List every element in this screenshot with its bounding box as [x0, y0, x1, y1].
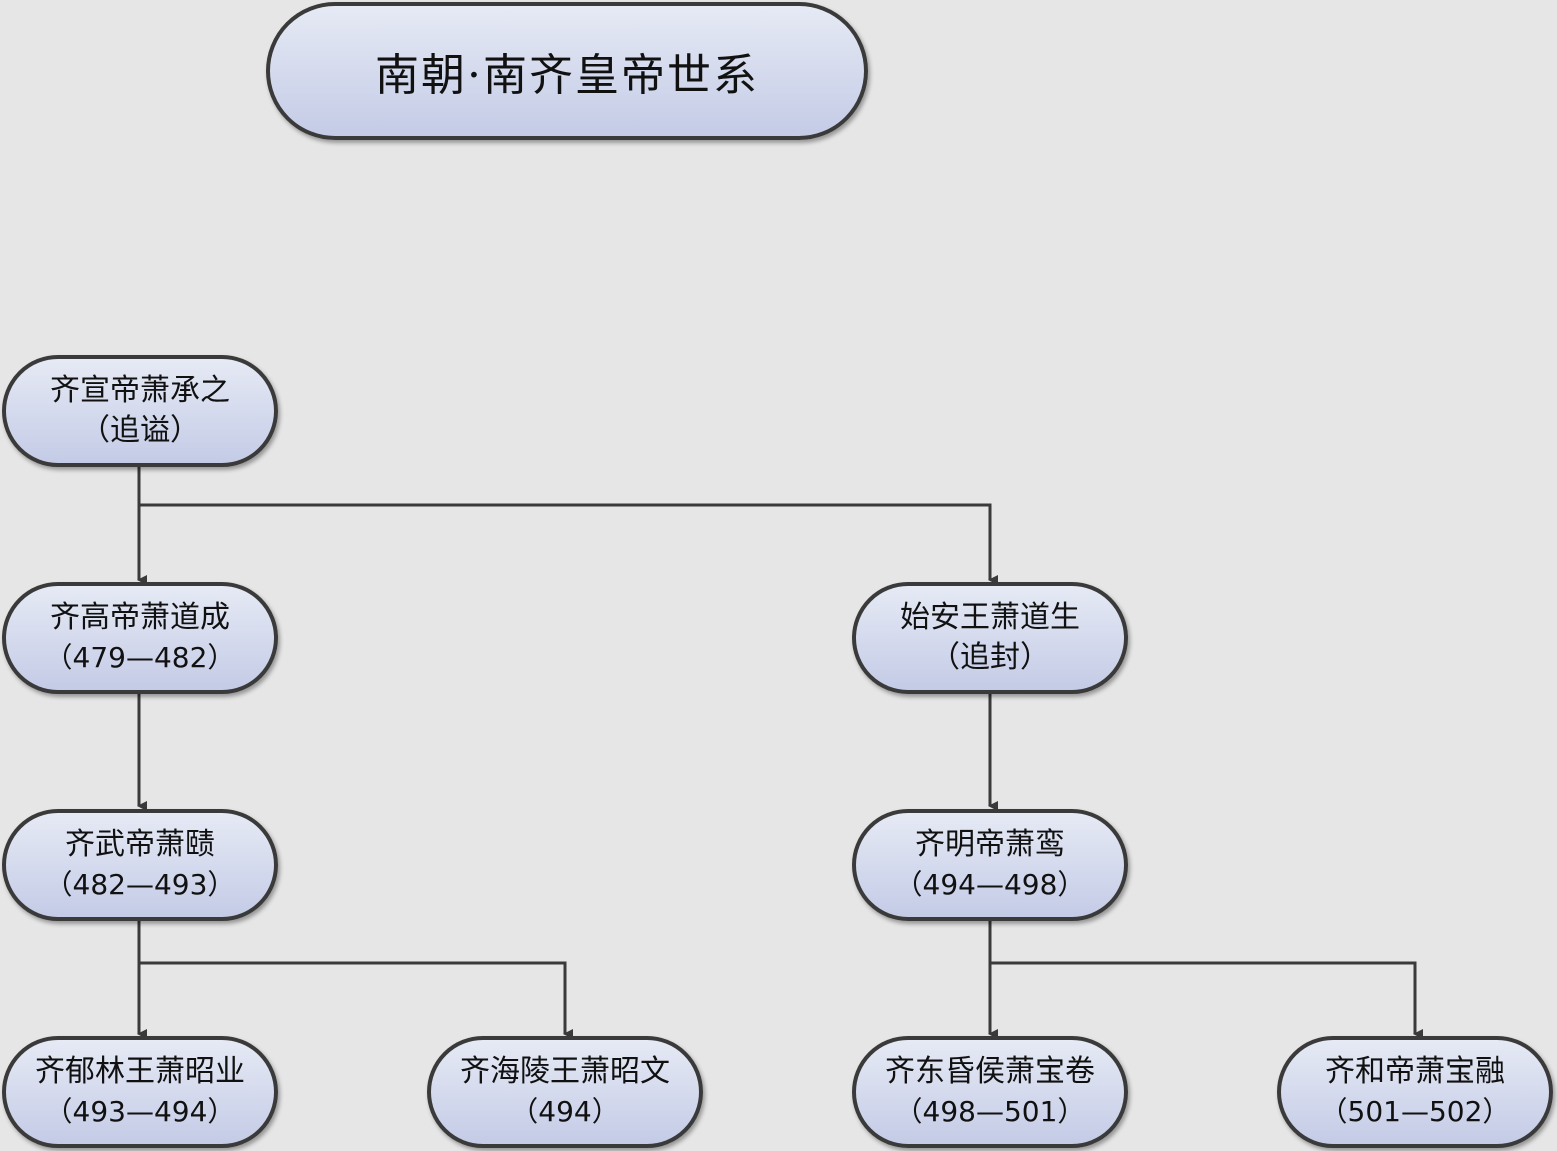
node-reign: （494—498） [894, 868, 1086, 901]
node-gaodi: 齐高帝萧道成 （479—482） [2, 582, 278, 694]
node-shian: 始安王萧道生 （追封） [852, 582, 1128, 694]
node-name: 齐郁林王萧昭业 [35, 1054, 245, 1089]
node-hailing: 齐海陵王萧昭文 （494） [427, 1036, 703, 1148]
connector-mingdi-hedi [990, 961, 1423, 1039]
connector-xuandi-shian [139, 503, 998, 585]
node-name: 始安王萧道生 [900, 600, 1080, 635]
node-hedi: 齐和帝萧宝融 （501—502） [1277, 1036, 1553, 1148]
node-name: 齐海陵王萧昭文 [460, 1054, 670, 1089]
diagram-title-box: 南朝·南齐皇帝世系 [266, 2, 868, 140]
diagram-title: 南朝·南齐皇帝世系 [375, 50, 759, 101]
node-name: 齐高帝萧道成 [50, 600, 230, 635]
node-donghun: 齐东昏侯萧宝卷 （498—501） [852, 1036, 1128, 1148]
node-reign: （498—501） [894, 1095, 1086, 1128]
node-reign: （493—494） [44, 1095, 236, 1128]
node-xuandi: 齐宣帝萧承之 （追谥） [2, 355, 278, 467]
node-wudi: 齐武帝萧赜 （482—493） [2, 809, 278, 921]
node-name: 齐武帝萧赜 [65, 827, 215, 862]
node-name: 齐宣帝萧承之 [50, 373, 230, 408]
node-note: （追封） [930, 640, 1050, 675]
node-reign: （479—482） [44, 641, 236, 674]
node-name: 齐和帝萧宝融 [1325, 1054, 1505, 1089]
node-reign: （494） [510, 1095, 620, 1128]
connector-wudi-hailing [139, 961, 573, 1039]
node-note: （追谥） [80, 413, 200, 448]
node-reign: （482—493） [44, 868, 236, 901]
node-reign: （501—502） [1319, 1095, 1511, 1128]
node-name: 齐东昏侯萧宝卷 [885, 1054, 1095, 1089]
node-yulin: 齐郁林王萧昭业 （493—494） [2, 1036, 278, 1148]
node-name: 齐明帝萧鸾 [915, 827, 1065, 862]
node-mingdi: 齐明帝萧鸾 （494—498） [852, 809, 1128, 921]
